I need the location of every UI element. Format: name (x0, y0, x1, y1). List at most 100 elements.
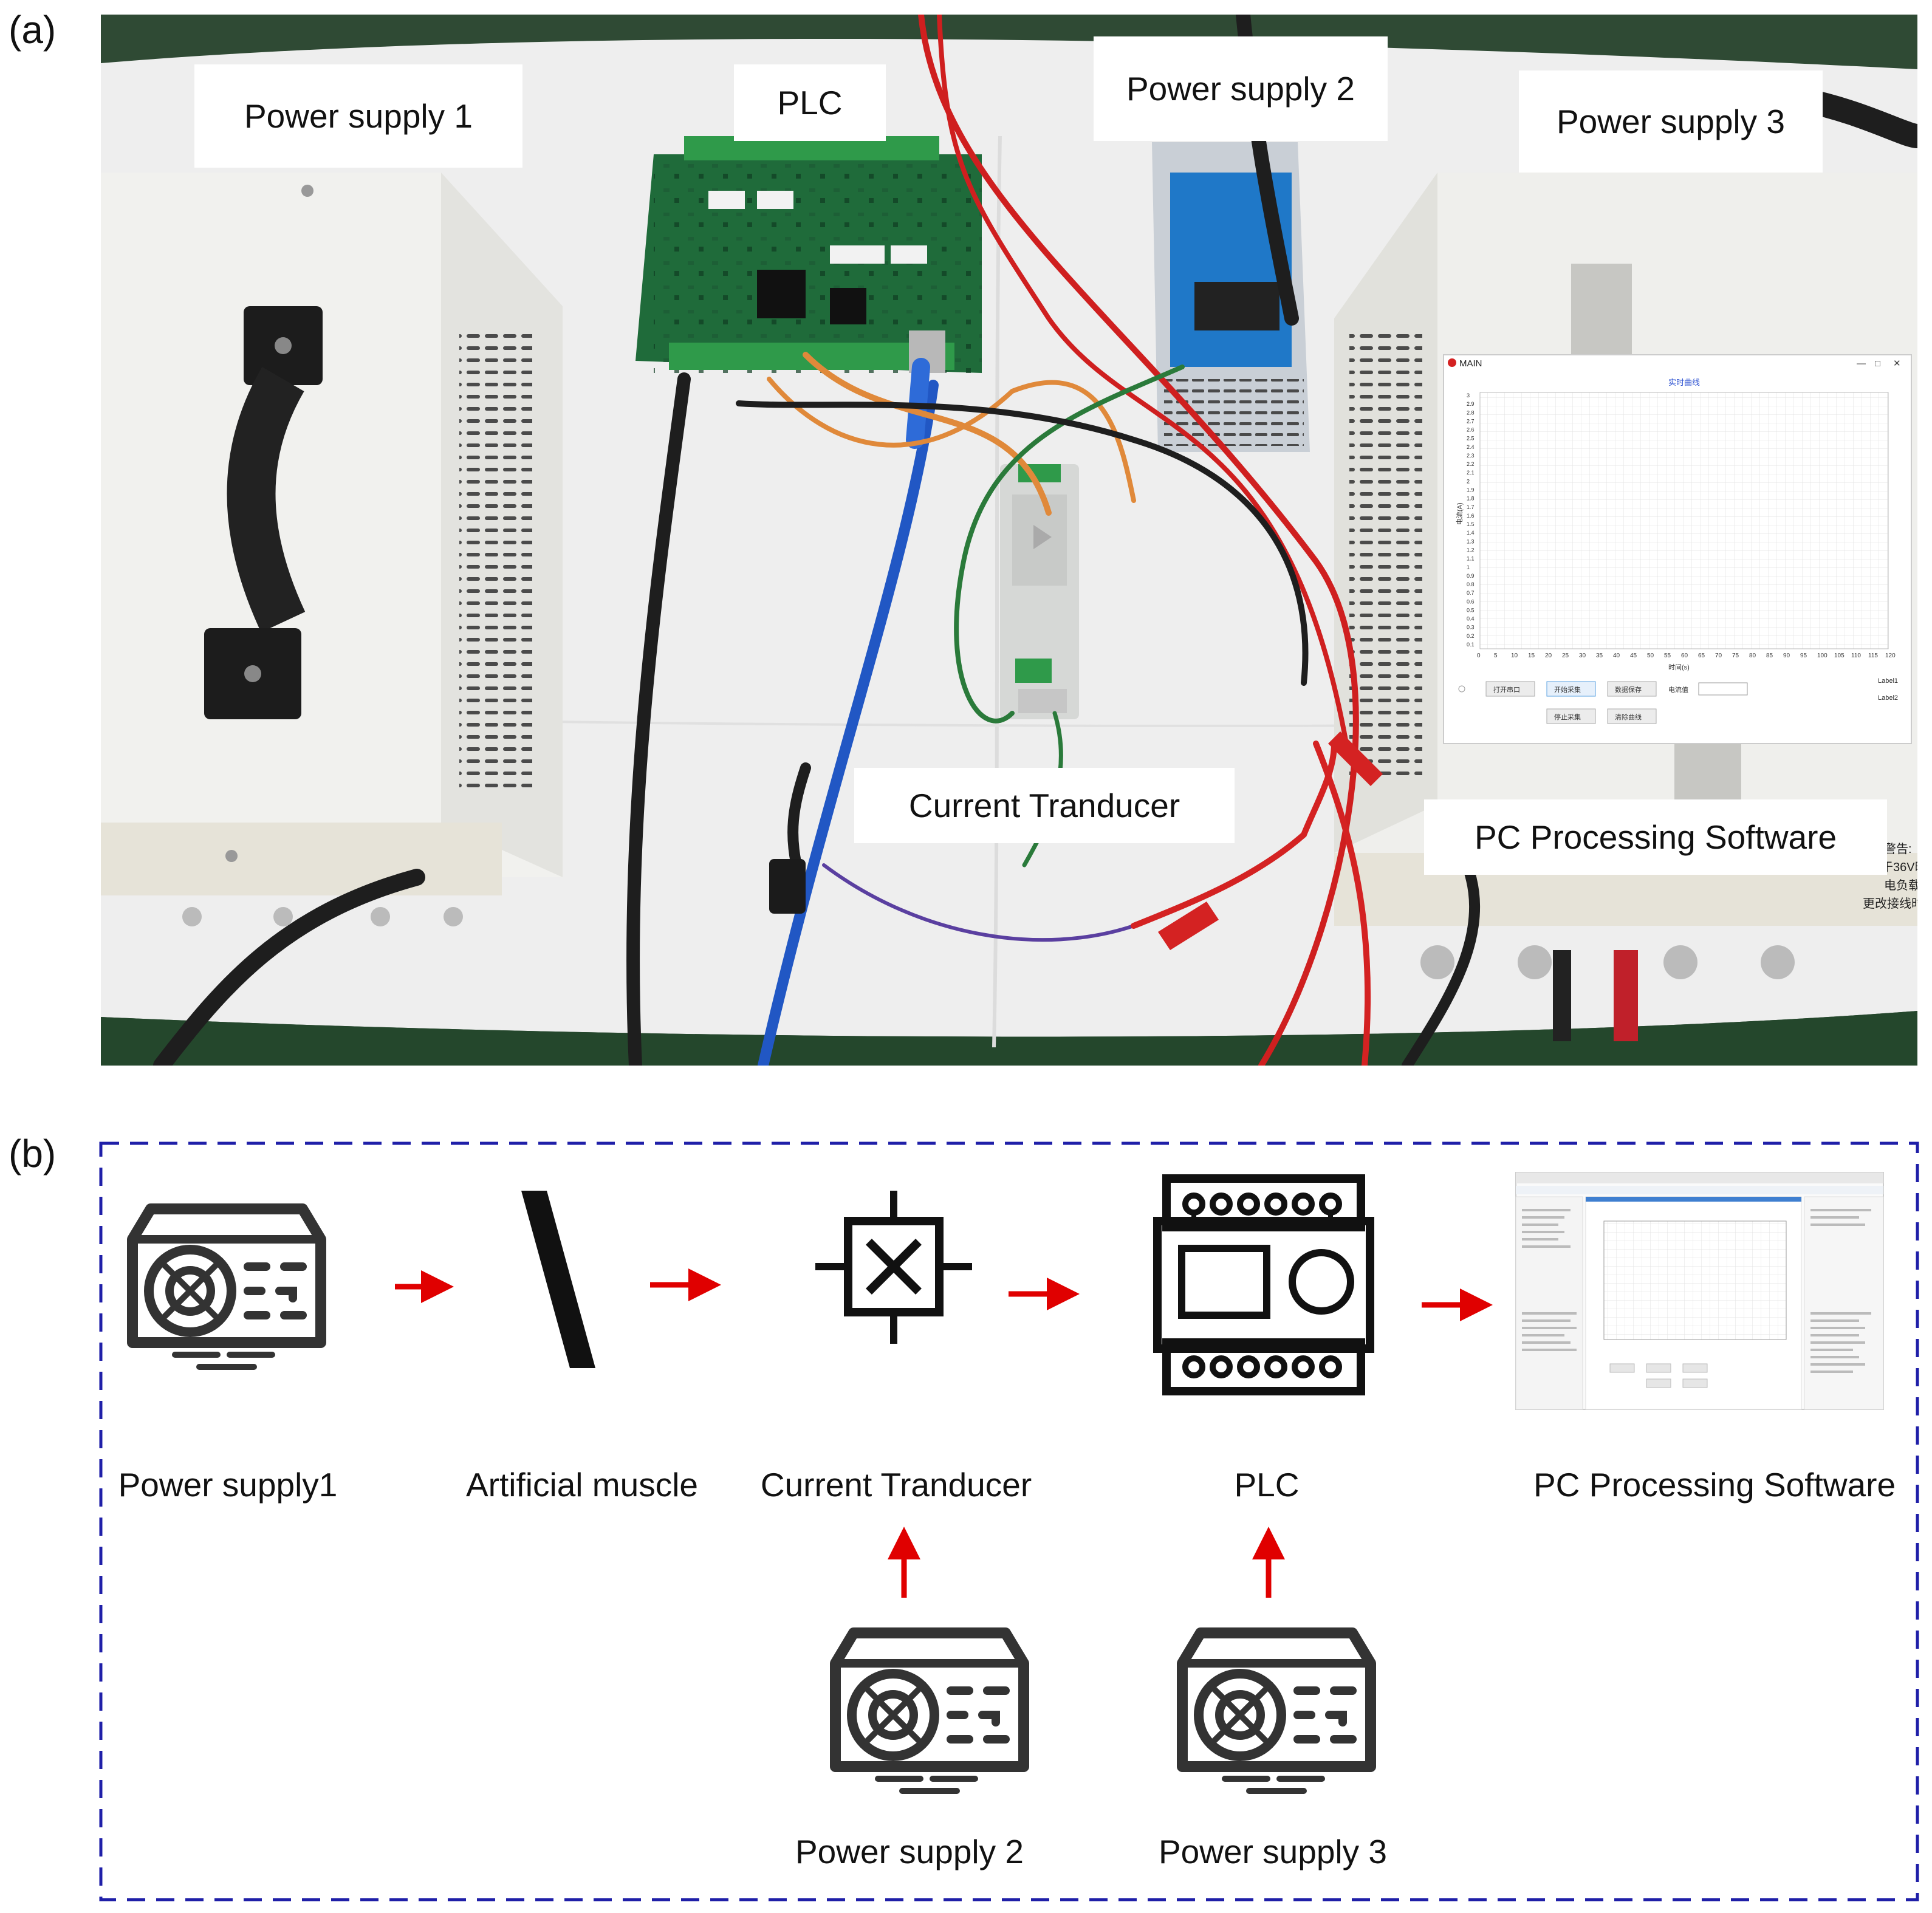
x-tick-label: 70 (1715, 652, 1722, 659)
y-tick-label: 1.2 (1467, 547, 1475, 553)
y-tick-label: 1 (1467, 564, 1470, 570)
start-acquire-button[interactable] (1546, 681, 1596, 697)
y-tick-label: 0.5 (1467, 607, 1475, 613)
radio-button[interactable] (1458, 685, 1465, 693)
caption-plc: PLC (1234, 1466, 1300, 1504)
y-tick-label: 0.6 (1467, 598, 1475, 604)
x-tick-label: 25 (1562, 652, 1569, 659)
x-tick-label: 0 (1477, 652, 1481, 659)
y-tick-label: 1.9 (1467, 487, 1475, 493)
y-tick-label: 1.1 (1467, 556, 1475, 562)
dashed-frame (99, 1141, 1919, 1901)
x-tick-label: 85 (1766, 652, 1773, 659)
cables (153, 15, 1917, 1066)
artificial-muscle-icon (521, 1191, 595, 1368)
plc-board (635, 136, 982, 373)
window-title: MAIN (1459, 358, 1482, 369)
x-tick-label: 110 (1851, 652, 1861, 659)
y-tick-label: 2.7 (1467, 418, 1475, 424)
caption-power-supply-2: Power supply 2 (795, 1833, 1024, 1870)
x-tick-label: 15 (1528, 652, 1535, 659)
warning-text-3: 电负载断 (1884, 878, 1917, 892)
clear-curve-button[interactable] (1607, 708, 1657, 724)
x-tick-label: 10 (1511, 652, 1518, 659)
label-power-supply-2: Power supply 2 (1094, 36, 1388, 141)
signal-flow-diagram (99, 1141, 1919, 1901)
current-field-label: 电流值 (1668, 685, 1688, 694)
y-tick-label: 2.2 (1467, 461, 1475, 467)
power-supply-icon (132, 1209, 321, 1367)
power-supply-1-unit (101, 173, 563, 926)
lab-setup-photo: 警告: 于36V时, 电负载断 更改接线时, 必 (101, 15, 1917, 1066)
maximize-icon[interactable]: □ (1875, 358, 1880, 369)
save-data-button-label: 数据保存 (1615, 685, 1642, 694)
minimize-icon[interactable]: — (1857, 358, 1866, 369)
y-tick-label: 1.5 (1467, 521, 1475, 527)
x-tick-label: 100 (1817, 652, 1828, 659)
close-icon[interactable]: ✕ (1893, 358, 1901, 369)
x-tick-label: 95 (1800, 652, 1807, 659)
y-tick-label: 2.9 (1467, 401, 1475, 407)
x-tick-label: 35 (1596, 652, 1603, 659)
plot-area (1479, 392, 1889, 649)
caption-pc-software: PC Processing Software (1533, 1466, 1896, 1504)
label-power-supply-3: Power supply 3 (1519, 70, 1823, 173)
app-icon (1448, 358, 1456, 367)
y-tick-label: 2 (1467, 478, 1470, 484)
y-tick-label: 1.6 (1467, 513, 1475, 519)
x-tick-label: 5 (1494, 652, 1498, 659)
y-tick-label: 3 (1467, 392, 1470, 399)
open-port-button-label: 打开串口 (1493, 685, 1520, 694)
x-axis-label: 时间(s) (1668, 663, 1690, 671)
caption-current-transducer: Current Tranducer (760, 1466, 1032, 1504)
y-tick-label: 1.7 (1467, 504, 1475, 510)
y-tick-label: 0.3 (1467, 625, 1475, 631)
caption-artificial-muscle: Artificial muscle (465, 1466, 699, 1504)
y-tick-labels: 32.92.82.72.62.52.42.32.22.121.91.81.71.… (1467, 392, 1475, 648)
y-tick-label: 2.4 (1467, 444, 1475, 450)
x-tick-label: 20 (1545, 652, 1552, 659)
label1: Label1 (1878, 677, 1898, 685)
power-supply-icon (1182, 1633, 1371, 1791)
plot-title: 实时曲线 (1668, 378, 1700, 387)
power-supply-icon (835, 1633, 1024, 1791)
x-tick-label: 115 (1868, 652, 1878, 659)
start-acquire-button-label: 开始采集 (1554, 685, 1581, 694)
stop-acquire-button[interactable] (1546, 708, 1596, 724)
x-tick-label: 30 (1579, 652, 1586, 659)
save-data-button[interactable] (1607, 681, 1657, 697)
panel-a-letter: (a) (9, 8, 57, 52)
caption-power-supply1: Power supply1 (118, 1466, 338, 1504)
warning-text-1: 警告: (1884, 842, 1912, 856)
x-tick-label: 55 (1664, 652, 1671, 659)
x-tick-label: 75 (1732, 652, 1739, 659)
label-pc-software: PC Processing Software (1424, 799, 1887, 875)
warning-text-2: 于36V时, (1881, 860, 1917, 874)
x-tick-label: 50 (1647, 652, 1654, 659)
panel-b-letter: (b) (9, 1132, 57, 1176)
current-value-input[interactable] (1698, 682, 1748, 696)
x-tick-label: 80 (1749, 652, 1756, 659)
x-tick-label: 60 (1681, 652, 1688, 659)
red-clip-2 (1328, 731, 1383, 786)
open-port-button[interactable] (1485, 681, 1535, 697)
y-tick-label: 0.8 (1467, 581, 1475, 587)
y-tick-label: 2.1 (1467, 470, 1475, 476)
red-clip-1 (1158, 902, 1219, 950)
x-tick-label: 65 (1698, 652, 1705, 659)
x-tick-label: 90 (1783, 652, 1790, 659)
y-axis-label: 电流(A) (1455, 502, 1464, 525)
label-plc: PLC (734, 64, 886, 141)
plc-icon (1153, 1174, 1374, 1395)
x-tick-label: 40 (1613, 652, 1620, 659)
caption-power-supply-3: Power supply 3 (1158, 1833, 1388, 1870)
x-tick-label: 120 (1885, 652, 1896, 659)
label-current-transducer: Current Tranducer (854, 768, 1235, 843)
y-tick-label: 0.7 (1467, 590, 1475, 596)
y-tick-label: 2.5 (1467, 436, 1475, 442)
label-power-supply-1: Power supply 1 (194, 64, 522, 168)
y-tick-label: 2.3 (1467, 453, 1475, 459)
x-tick-label: 105 (1834, 652, 1845, 659)
